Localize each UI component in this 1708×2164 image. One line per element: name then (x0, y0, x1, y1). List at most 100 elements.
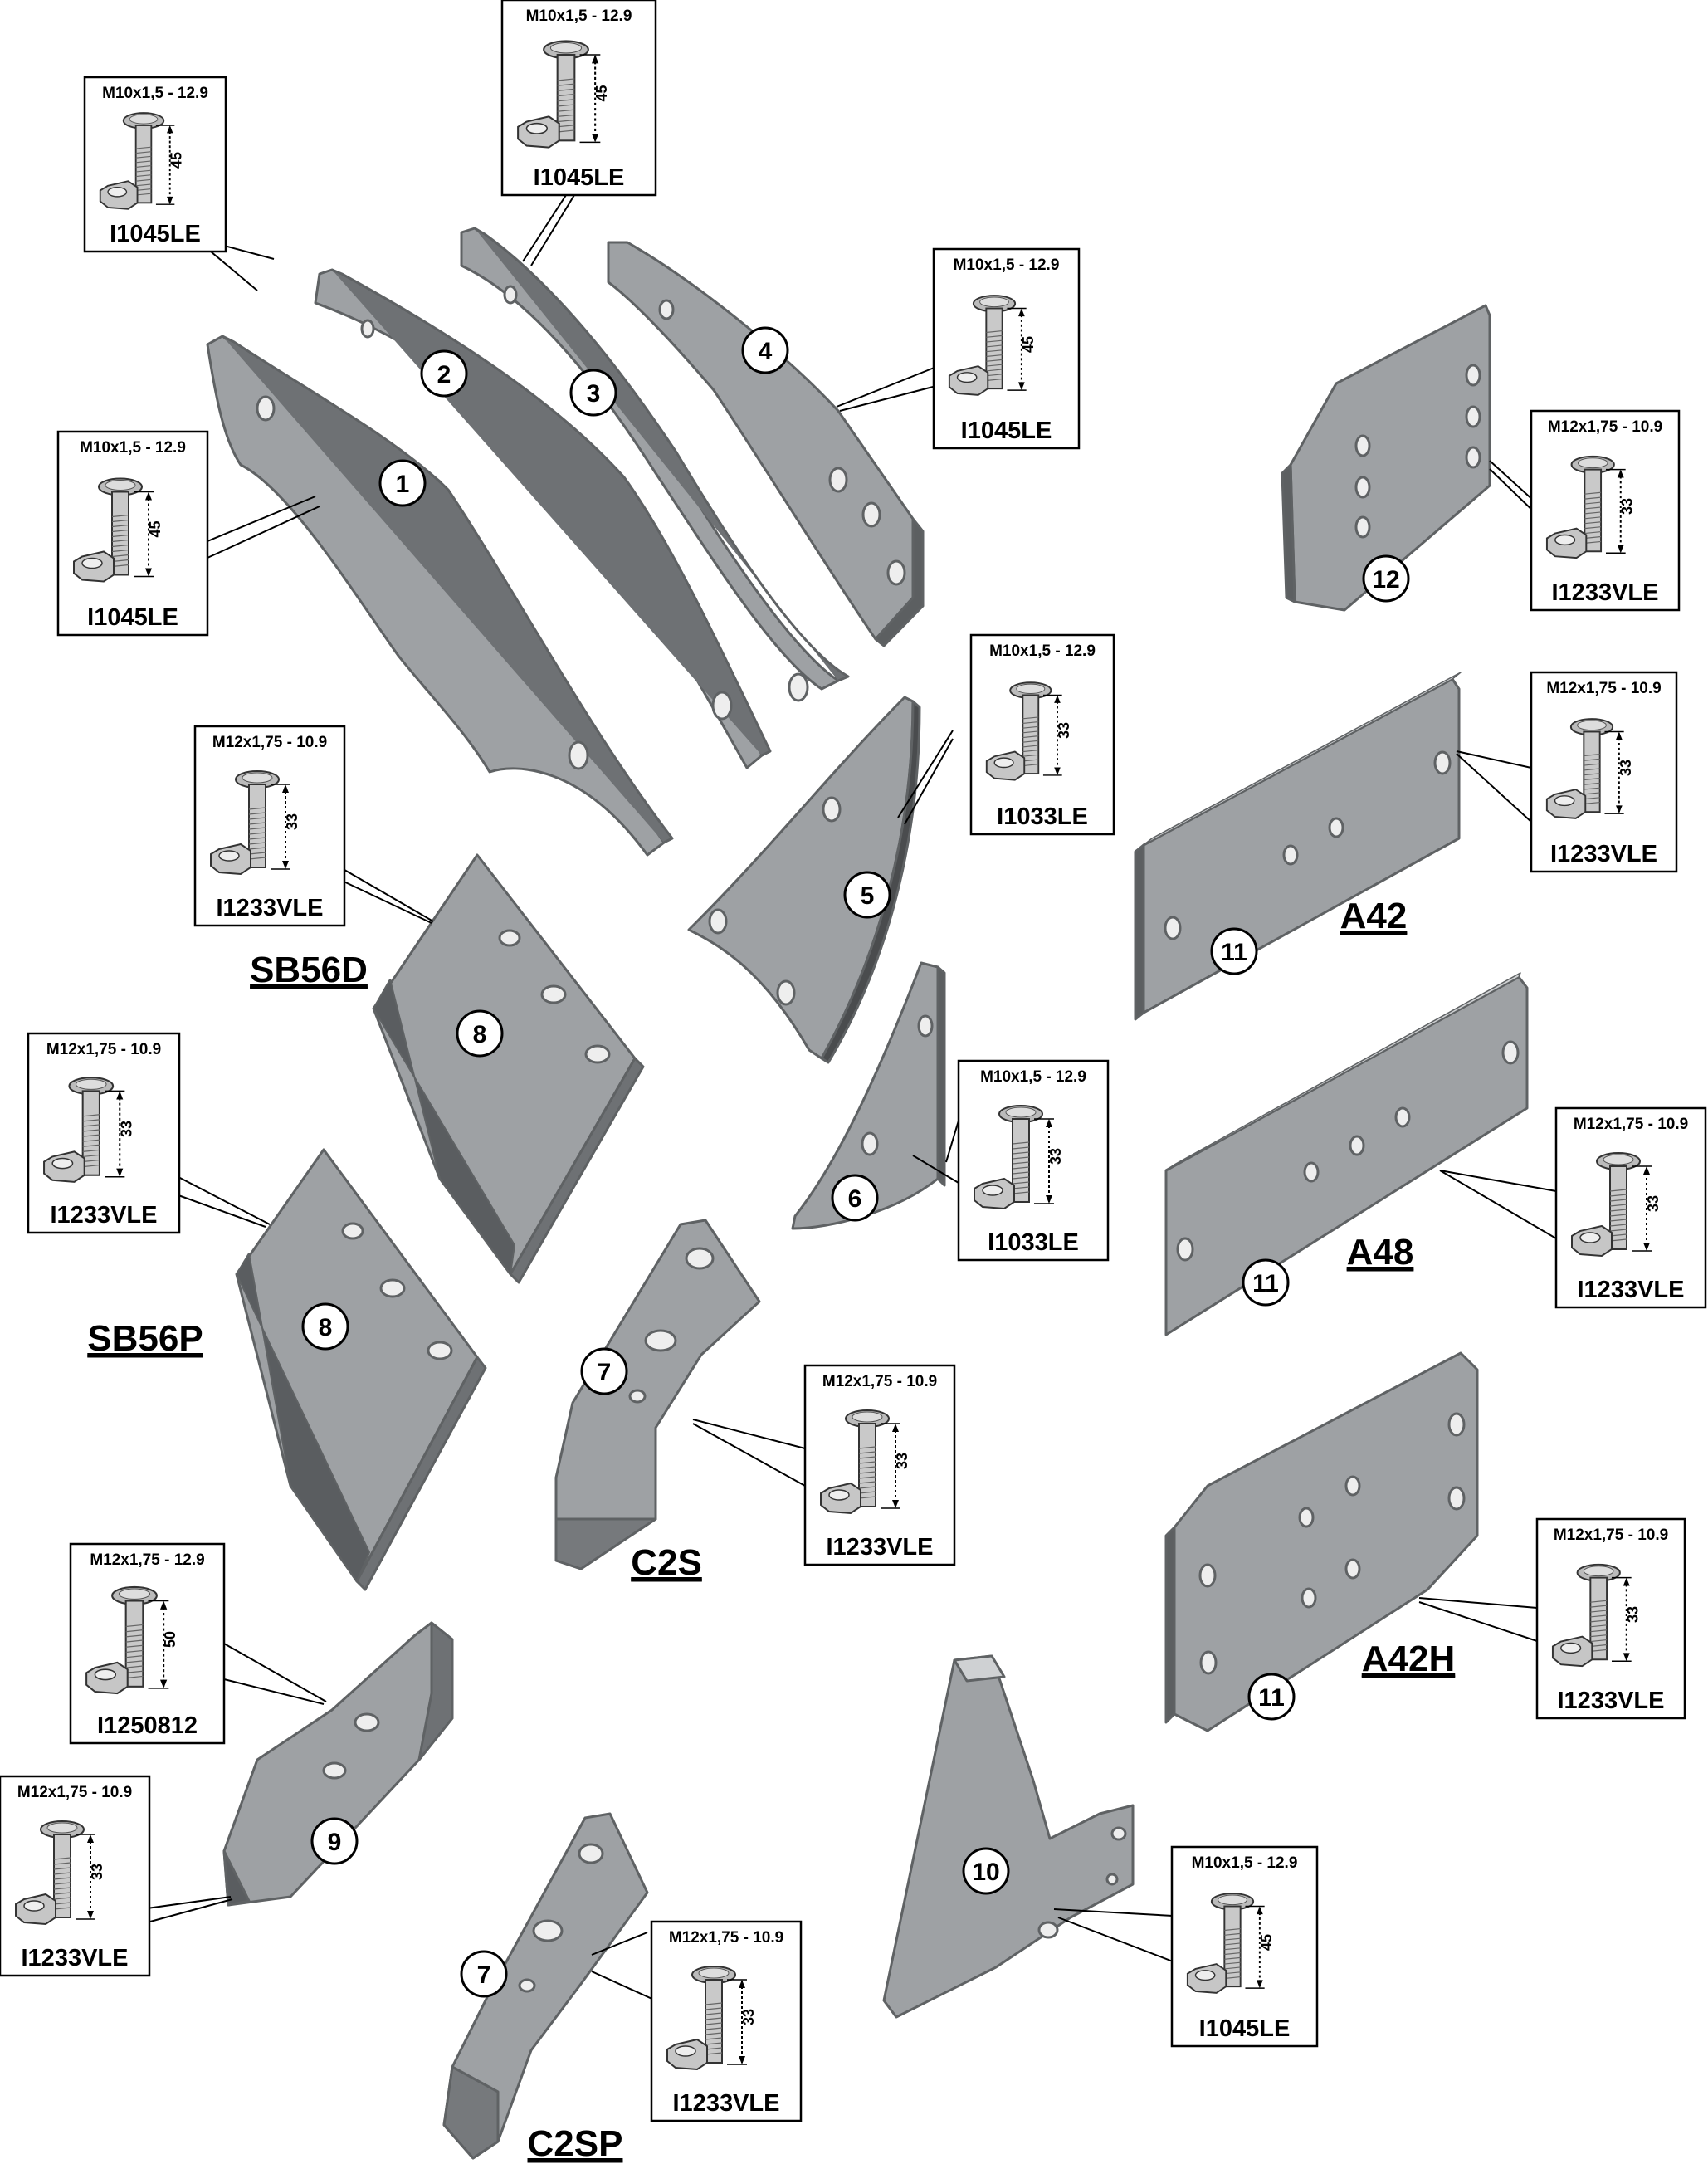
bolt-length-label: 33 (894, 1453, 910, 1469)
bolt-length-label: 33 (1619, 498, 1636, 515)
bolt-code-label: I1045LE (534, 164, 625, 191)
part-7-c2sp-shape (442, 1812, 649, 2160)
part-8-sb56d-shape (372, 853, 645, 1284)
bolt-code-label: I1233VLE (827, 1534, 934, 1561)
bolt-length-label: 45 (168, 152, 185, 169)
bolt-code-label: I1250812 (97, 1712, 198, 1739)
part-number-badge: 8 (456, 1009, 504, 1058)
bolt-length-label: 33 (89, 1864, 105, 1880)
part-number-badge: 9 (310, 1817, 359, 1865)
parts-layer (206, 227, 1529, 2160)
part-number-label: 11 (1252, 1270, 1279, 1297)
part-7-c2s-shape (554, 1219, 761, 1570)
part-number-badge: 7 (580, 1347, 628, 1395)
part-3-shape (460, 227, 850, 702)
part-number-label: 12 (1372, 566, 1399, 594)
bolt-spec-label: M12x1,75 - 10.9 (669, 1929, 783, 1947)
bolt-box-frame (0, 1775, 151, 1977)
part-number-badge: 12 (1362, 554, 1410, 603)
part-12-shape (1281, 304, 1491, 612)
bolt-box-frame (193, 725, 346, 927)
model-label: SB56P (87, 1318, 203, 1359)
bolt-length-label: 33 (118, 1121, 134, 1137)
bolt-length-label: 45 (1020, 336, 1037, 353)
part-number-label: 9 (328, 1829, 342, 1856)
bolt-box-frame (56, 430, 209, 637)
part-number-label: 11 (1221, 939, 1247, 966)
bolt-box-frame (969, 633, 1115, 836)
bolt-box-frame (650, 1920, 803, 2122)
part-number-badge: 5 (843, 871, 891, 919)
bolt-length-label: 33 (740, 2009, 757, 2025)
bolt-box-frame (83, 76, 227, 253)
part-11-a42-shape (1134, 672, 1462, 1021)
part-number-label: 7 (477, 1961, 491, 1989)
bolt-spec-label: M10x1,5 - 12.9 (989, 642, 1096, 660)
part-8-sb56p-shape (235, 1148, 487, 1591)
part-number-label: 5 (861, 882, 875, 910)
part-4-shape (607, 241, 925, 647)
bolt-box-frame (27, 1032, 181, 1234)
bolt-box-frame (1530, 671, 1678, 873)
part-10-shape (882, 1654, 1135, 2019)
bolt-length-label: 33 (1047, 1148, 1064, 1165)
bolt-box-frame (1535, 1517, 1686, 1720)
bolt-box-frame (1554, 1106, 1707, 1309)
bolt-code-label: I1233VLE (1550, 841, 1657, 867)
model-label: A42H (1362, 1639, 1456, 1679)
bolt-spec-label: M10x1,5 - 12.9 (954, 256, 1060, 274)
part-9-shape (222, 1621, 454, 1907)
bolt-length-label: 33 (1618, 760, 1634, 776)
bolt-code-label: I1045LE (961, 418, 1052, 444)
bolt-length-label: 50 (162, 1631, 178, 1648)
bolt-code-label: I1233VLE (22, 1945, 129, 1971)
bolt-length-label: 33 (1645, 1195, 1662, 1212)
bolt-box-frame (932, 247, 1081, 450)
part-number-label: 11 (1258, 1684, 1285, 1712)
bolt-spec-label: M12x1,75 - 10.9 (822, 1373, 937, 1390)
bolt-code-label: I1045LE (87, 604, 178, 631)
part-11-a42h-shape (1164, 1351, 1479, 1732)
bolt-length-label: 33 (284, 813, 300, 830)
part-number-badge: 1 (378, 459, 427, 507)
part-number-label: 4 (759, 338, 773, 365)
part-number-badge: 7 (460, 1950, 508, 1998)
bolt-box-frame (69, 1542, 226, 1745)
part-number-badge: 11 (1210, 927, 1258, 975)
bolt-spec-label: M12x1,75 - 10.9 (46, 1041, 161, 1058)
model-label: C2SP (528, 2123, 623, 2164)
part-1-shape (206, 335, 674, 857)
bolt-code-label: I1233VLE (673, 2090, 780, 2117)
part-number-badge: 11 (1247, 1673, 1296, 1721)
bolt-length-label: 45 (593, 85, 610, 101)
part-5-shape (687, 696, 921, 1064)
part-number-badge: 10 (962, 1847, 1010, 1895)
leader-lines (140, 194, 1557, 2001)
part-11-a48-shape (1164, 972, 1529, 1336)
part-number-label: 3 (587, 380, 601, 408)
part-number-badge: 2 (420, 349, 468, 398)
bolt-spec-label: M12x1,75 - 12.9 (90, 1551, 204, 1569)
part-number-badge: 4 (741, 326, 789, 374)
bolt-spec-label: M10x1,5 - 12.9 (980, 1068, 1086, 1086)
model-label: SB56D (250, 950, 368, 990)
bolt-spec-label: M12x1,75 - 10.9 (1546, 680, 1661, 697)
part-number-badge: 11 (1242, 1258, 1290, 1307)
bolt-code-label: I1233VLE (1558, 1688, 1665, 1714)
part-number-label: 10 (972, 1859, 999, 1886)
bolt-spec-label: M10x1,5 - 12.9 (526, 7, 632, 25)
bolt-box-frame (1530, 409, 1681, 612)
bolt-code-label: I1045LE (1199, 2015, 1291, 2042)
